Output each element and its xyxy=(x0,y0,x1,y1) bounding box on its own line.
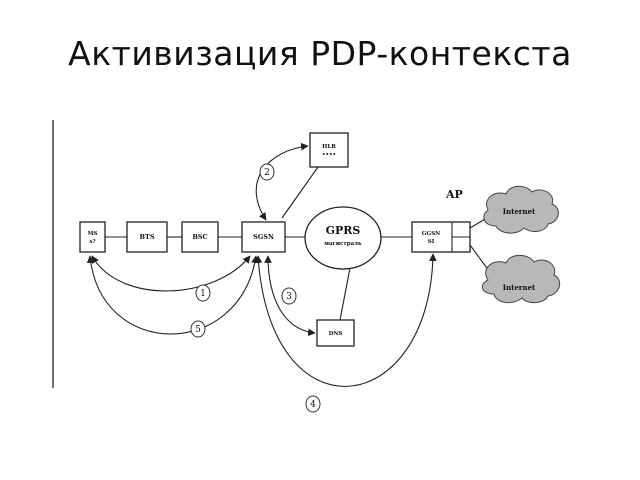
scan-edge xyxy=(52,120,54,388)
svg-text:SGSN: SGSN xyxy=(253,233,274,241)
arc-step-5 xyxy=(86,255,259,335)
svg-text:Internet: Internet xyxy=(503,283,536,292)
dns-node: DNS xyxy=(316,319,355,347)
link-hlr-gprs xyxy=(281,166,319,219)
internet-cloud-bottom: Internet xyxy=(481,254,561,304)
svg-text:••••: •••• xyxy=(322,152,336,158)
sgsn-node: SGSN xyxy=(241,221,286,253)
bsc-node: BSC xyxy=(181,221,219,253)
arc-step-4 xyxy=(254,253,437,387)
slide-title: Активизация PDP-контекста xyxy=(68,34,572,73)
svg-text:2: 2 xyxy=(264,168,270,178)
step-3-badge: 3 xyxy=(281,287,297,305)
bts-node: BTS xyxy=(126,221,168,253)
svg-text:DNS: DNS xyxy=(329,331,343,337)
link-gprs-dns xyxy=(339,267,351,321)
svg-text:4: 4 xyxy=(310,400,316,410)
svg-text:MS: MS xyxy=(87,231,97,237)
svg-text:BTS: BTS xyxy=(139,233,154,241)
svg-text:5: 5 xyxy=(195,325,201,335)
step-2-badge: 2 xyxy=(259,163,275,181)
svg-text:SI: SI xyxy=(428,239,435,245)
ap-label: AP xyxy=(445,188,463,201)
svg-text:s?: s? xyxy=(89,239,95,245)
svg-text:магистраль: магистраль xyxy=(324,241,362,247)
step-5-badge: 5 xyxy=(190,320,206,338)
svg-text:GPRS: GPRS xyxy=(326,224,361,237)
svg-text:Internet: Internet xyxy=(503,207,536,216)
internet-cloud-top: Internet xyxy=(483,185,559,234)
svg-text:GGSN: GGSN xyxy=(422,231,440,237)
step-4-badge: 4 xyxy=(305,395,321,413)
ms-node: MS s? xyxy=(79,221,106,253)
svg-text:3: 3 xyxy=(286,292,292,302)
svg-text:HLR: HLR xyxy=(322,144,336,150)
svg-text:1: 1 xyxy=(200,289,206,299)
arc-step-1 xyxy=(91,255,251,292)
ggsn-node: GGSN SI xyxy=(411,221,471,253)
hlr-node: HLR •••• xyxy=(309,132,349,168)
gprs-backbone: GPRS магистраль xyxy=(304,206,382,270)
arc-step-2 xyxy=(255,142,309,221)
step-1-badge: 1 xyxy=(195,284,211,302)
arc-step-3 xyxy=(264,255,316,337)
svg-text:BSC: BSC xyxy=(192,233,207,241)
